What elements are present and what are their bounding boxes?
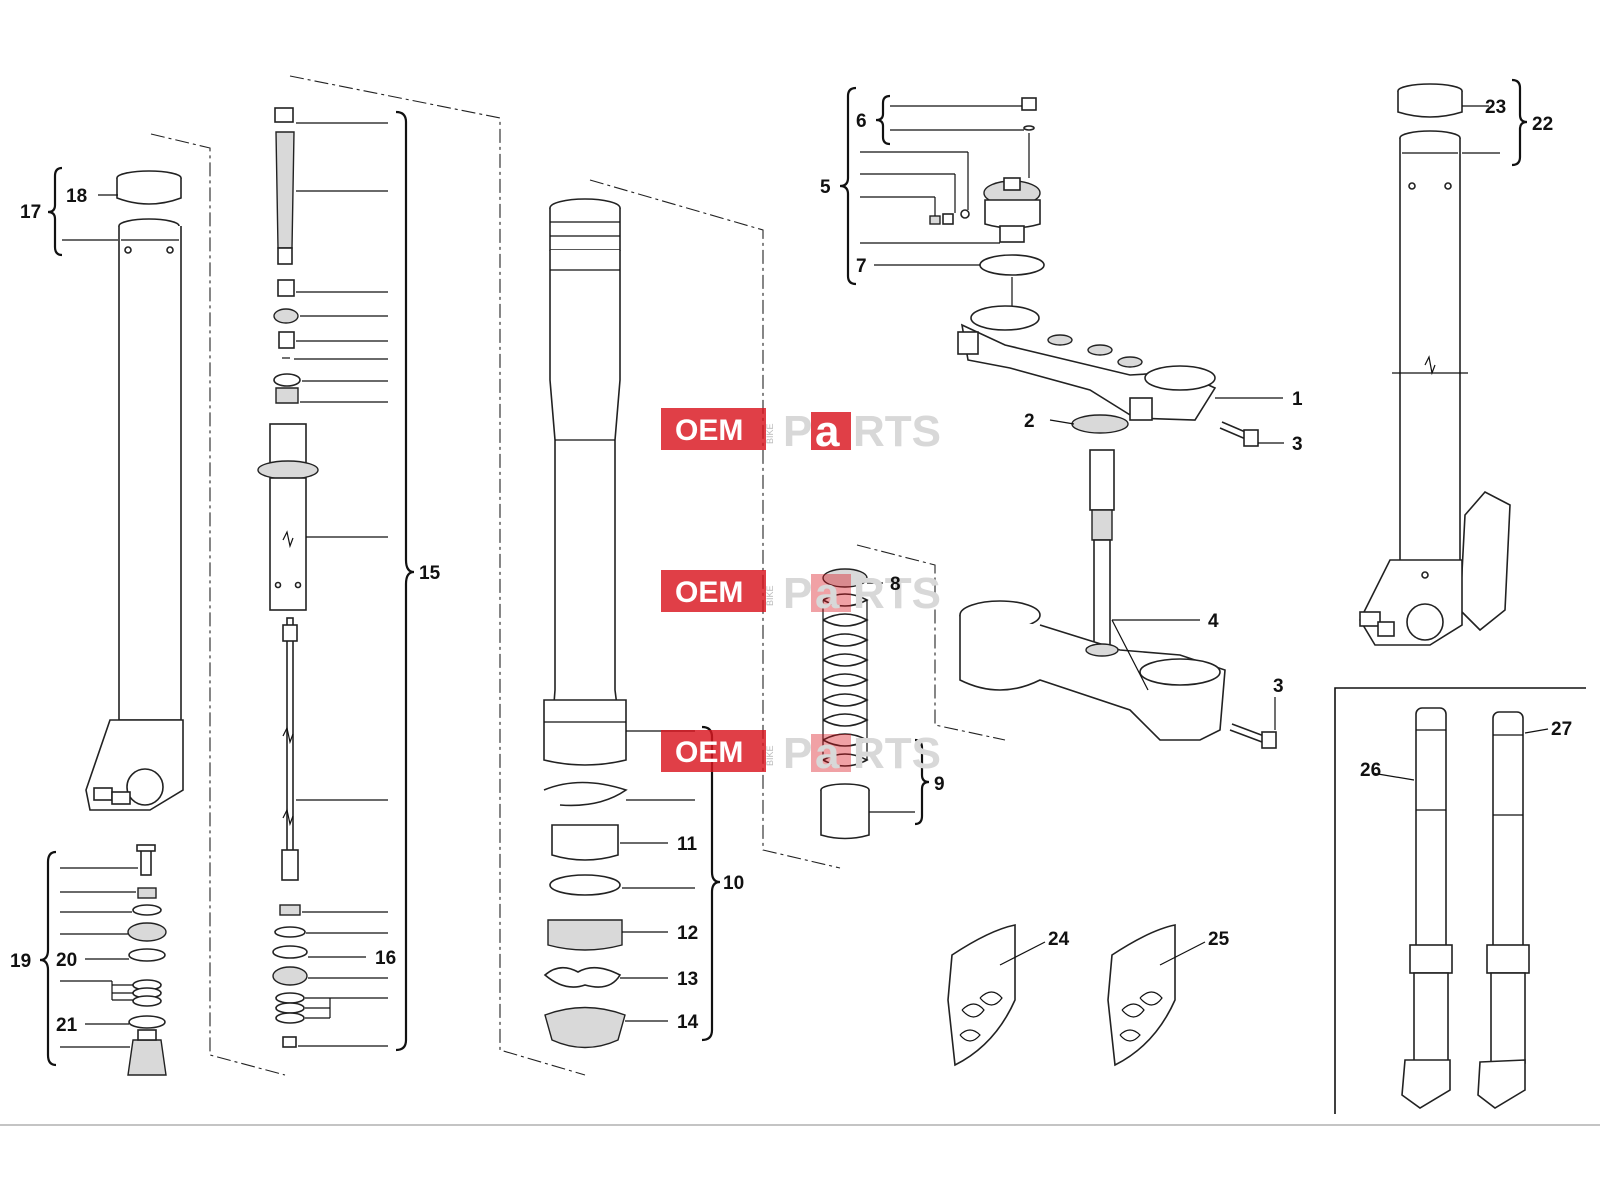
watermark-logo: OEM BIKE P a RTS	[661, 407, 941, 456]
damper-parts-group-19	[127, 844, 167, 1076]
callout-17: 17	[20, 202, 41, 223]
callout-27: 27	[1551, 719, 1572, 740]
callout-15: 15	[419, 563, 441, 584]
watermark-logo: OEM BIKE P a RTS	[661, 729, 941, 778]
fork-top-cap	[929, 97, 1045, 276]
svg-text:BIKE: BIKE	[765, 745, 775, 766]
right-fork-leg	[1359, 83, 1511, 646]
svg-text:P: P	[783, 569, 812, 618]
svg-text:a: a	[815, 729, 840, 778]
watermark-logo: OEM BIKE P a RTS	[661, 569, 941, 618]
damper-cartridge-15	[257, 107, 319, 1048]
svg-text:RTS: RTS	[853, 407, 941, 456]
svg-text:P: P	[783, 729, 812, 778]
instruction-pack-25	[1107, 924, 1176, 1067]
callout-12: 12	[677, 923, 698, 944]
fork-spring	[820, 568, 870, 840]
lower-triple-clamp	[959, 449, 1277, 749]
callout-22: 22	[1532, 114, 1553, 135]
svg-text:BIKE: BIKE	[765, 423, 775, 444]
svg-text:BIKE: BIKE	[765, 585, 775, 606]
svg-text:RTS: RTS	[853, 729, 941, 778]
complete-fork-variant-27	[1477, 711, 1530, 1109]
svg-text:P: P	[783, 407, 812, 456]
callout-8: 8	[890, 574, 901, 595]
svg-text:RTS: RTS	[853, 569, 941, 618]
callout-26: 26	[1360, 760, 1381, 781]
callout-7: 7	[856, 256, 867, 277]
variants-box	[1334, 687, 1586, 1114]
callout-16: 16	[375, 948, 396, 969]
callout-14: 14	[677, 1012, 699, 1033]
callout-21: 21	[56, 1015, 78, 1036]
cartridge-leader-lines	[294, 122, 388, 1047]
inner-fork-tube	[543, 198, 628, 1049]
callout-23: 23	[1485, 97, 1506, 118]
callout-5: 5	[820, 177, 831, 198]
callout-9: 9	[934, 774, 945, 795]
callout-24: 24	[1048, 929, 1070, 950]
callout-2: 2	[1024, 411, 1035, 432]
outer-fork-tube-left	[85, 170, 184, 811]
svg-text:OEM: OEM	[675, 736, 743, 769]
callout-11: 11	[677, 834, 698, 855]
upper-triple-clamp	[957, 305, 1259, 447]
callout-25: 25	[1208, 929, 1230, 950]
callout-10: 10	[723, 873, 744, 894]
callout-6: 6	[856, 111, 867, 132]
svg-text:a: a	[815, 407, 840, 456]
callout-3: 3	[1273, 676, 1284, 697]
callout-19: 19	[10, 951, 31, 972]
callout-18: 18	[66, 186, 87, 207]
svg-text:a: a	[815, 569, 840, 618]
callout-4: 4	[1208, 611, 1219, 632]
callout-1: 1	[1292, 389, 1303, 410]
instruction-pack-24	[947, 924, 1016, 1067]
complete-fork-variant-26	[1401, 707, 1453, 1109]
callout-labels: 1 2 3 3 4 5 6 7 8 9 10 11 12 13 14 15 16…	[10, 97, 1572, 1036]
callout-3: 3	[1292, 434, 1303, 455]
svg-text:OEM: OEM	[675, 576, 743, 609]
svg-text:OEM: OEM	[675, 414, 743, 447]
callout-13: 13	[677, 969, 698, 990]
callout-20: 20	[56, 950, 77, 971]
